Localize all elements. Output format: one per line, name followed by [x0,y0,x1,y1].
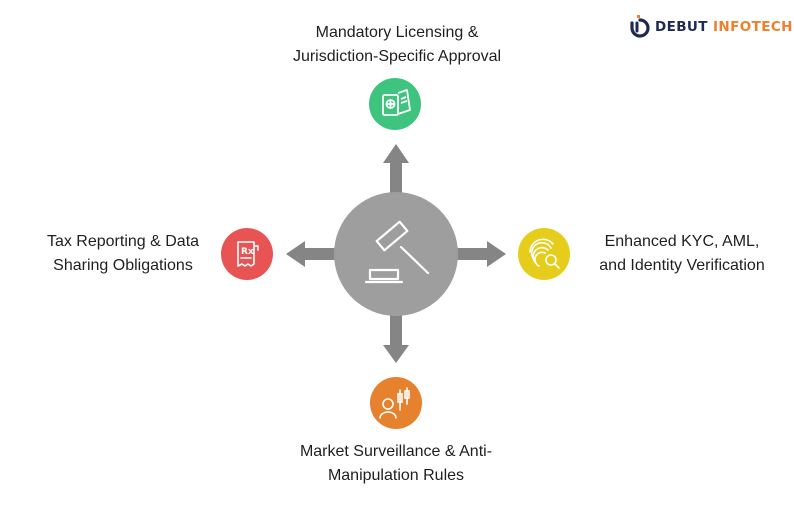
arrow-right [450,241,506,267]
node-left: Rx [221,228,273,280]
svg-text:Rx: Rx [241,247,254,257]
brand-name: DEBUT INFOTECH [655,19,793,35]
label-right: Enhanced KYC, AML, and Identity Verifica… [584,230,780,278]
brand-word-2: INFOTECH [713,19,793,35]
label-top-line-2: Jurisdiction-Specific Approval [292,48,502,65]
label-bottom-line-2: Manipulation Rules [327,467,465,484]
label-right-line-1: Enhanced KYC, AML, [604,233,760,250]
label-bottom-line-1: Market Surveillance & Anti- [299,443,493,460]
arrow-left [286,241,342,267]
node-top [369,78,421,130]
node-right [518,228,570,280]
label-top-line-1: Mandatory Licensing & [315,24,479,41]
node-right-circle [518,228,570,280]
debut-logo-icon [630,15,650,38]
label-bottom: Market Surveillance & Anti- Manipulation… [246,440,546,488]
market-surveillance-icon [379,387,410,419]
arrow-up [383,144,409,196]
label-right-line-2: and Identity Verification [599,257,765,274]
label-top: Mandatory Licensing & Jurisdiction-Speci… [247,21,547,69]
center-circle [334,192,458,316]
brand-logo: DEBUT INFOTECH [629,13,793,41]
node-bottom-circle [370,377,422,429]
tax-receipt-icon: Rx [237,241,259,267]
node-left-circle [221,228,273,280]
passport-icon [382,89,411,116]
gavel-icon [364,220,430,284]
node-bottom [370,377,422,429]
label-left: Tax Reporting & Data Sharing Obligations [28,230,218,278]
center-hub [334,192,458,316]
arrow-down [383,312,409,363]
label-left-line-1: Tax Reporting & Data [46,233,200,250]
fingerprint-search-icon [529,238,560,269]
brand-word-1: DEBUT [655,19,708,35]
label-left-line-2: Sharing Obligations [53,257,193,274]
